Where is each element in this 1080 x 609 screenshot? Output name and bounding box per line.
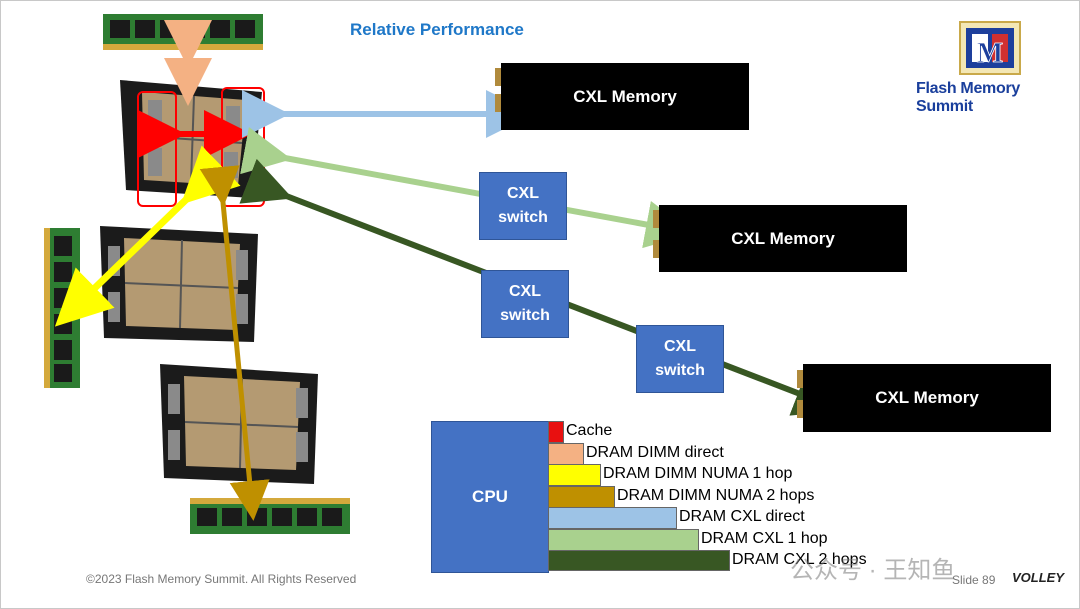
connector-tab [797, 370, 803, 388]
cxl-switch-3: CXL switch [636, 325, 724, 393]
arrow-numa-2hop [199, 165, 270, 521]
connector-tab [495, 68, 501, 86]
latency-bar-label: DRAM CXL direct [679, 508, 805, 525]
latency-bar [548, 529, 699, 551]
cxl-switch-2: CXL switch [481, 270, 569, 338]
latency-bar [548, 443, 584, 465]
latency-bar-label: DRAM DIMM NUMA 1 hop [603, 465, 793, 482]
brand-logo: VOLLEY [1012, 570, 1065, 585]
cpu-block: CPU [431, 421, 549, 573]
connector-tab [495, 94, 501, 112]
arrow-numa-1hop [54, 145, 241, 327]
footer-copyright: ©2023 Flash Memory Summit. All Rights Re… [86, 572, 357, 586]
slide-title: Relative Performance [350, 20, 524, 39]
slide-number: Slide 89 [952, 573, 996, 587]
svg-text:M: M [977, 38, 1003, 69]
latency-bar [548, 507, 677, 529]
latency-bar [548, 464, 601, 486]
latency-bar [548, 486, 615, 508]
dimm-module-bottom-icon [190, 498, 350, 534]
latency-bar-label: DRAM DIMM direct [586, 444, 724, 461]
connector-tab [797, 400, 803, 418]
arrow-cxl-1hop [240, 126, 694, 249]
connector-tab [653, 210, 659, 228]
connector-tab [653, 240, 659, 258]
latency-bar-label: DRAM CXL 2 hops [732, 551, 867, 568]
fms-logo-icon: M [959, 21, 1021, 75]
logo-caption: Flash Memory Summit [916, 80, 1020, 115]
latency-bar-label: Cache [566, 422, 613, 439]
cpu-package-1-icon [120, 80, 262, 198]
latency-bar-label: DRAM DIMM NUMA 2 hops [617, 487, 815, 504]
watermark: 公众号 · 王知鱼 [790, 557, 956, 584]
cxl-switch-1: CXL switch [479, 172, 567, 240]
latency-bar-label: DRAM CXL 1 hop [701, 530, 828, 547]
cxl-memory-device-2: CXL Memory [659, 205, 907, 272]
dimm-module-top-icon [103, 14, 263, 50]
cxl-memory-device-1: CXL Memory [501, 63, 749, 130]
latency-bar [548, 421, 564, 443]
cxl-memory-device-3: CXL Memory [803, 364, 1051, 432]
latency-bar [548, 550, 730, 571]
